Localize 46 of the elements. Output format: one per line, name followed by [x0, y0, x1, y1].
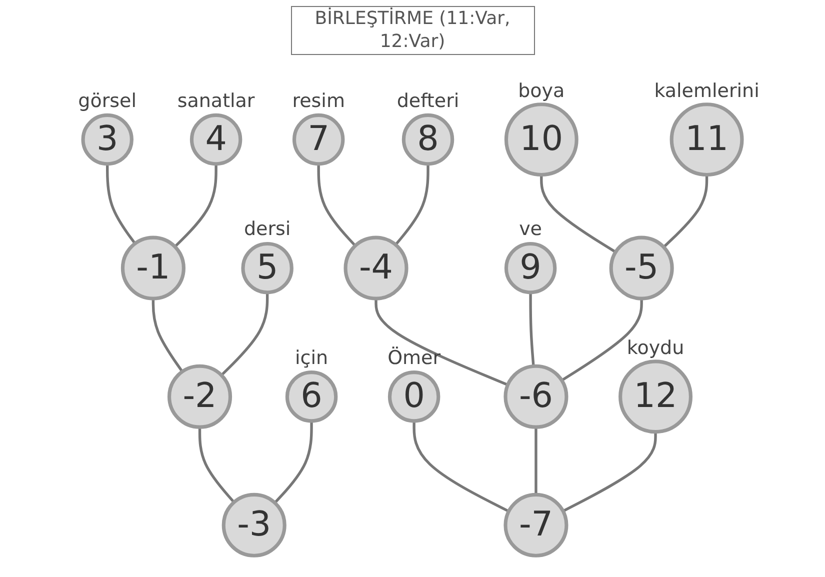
- node-circle: 12: [618, 360, 692, 434]
- node-circle: -3: [222, 492, 286, 558]
- node-circle: -5: [609, 236, 674, 300]
- word-label: görsel: [78, 90, 137, 112]
- node-circle: 8: [402, 113, 454, 166]
- connector: [317, 164, 356, 247]
- word-label: koydu: [626, 337, 684, 360]
- word-label: sanatlar: [177, 90, 255, 112]
- word-label: Ömer: [388, 347, 441, 370]
- node-circle: -4: [344, 236, 408, 300]
- connector: [198, 427, 235, 504]
- word-label: dersi: [244, 218, 291, 240]
- connector: [106, 164, 136, 244]
- connector: [561, 298, 643, 382]
- node-circle: 10: [504, 102, 578, 177]
- connector: [174, 164, 218, 248]
- connector: [529, 292, 535, 366]
- node-circle: 6: [285, 370, 338, 423]
- connector: [562, 432, 657, 512]
- node-circle: 4: [190, 113, 242, 166]
- word-label: defteri: [396, 90, 460, 112]
- connector: [540, 174, 616, 254]
- word-label: boya: [518, 80, 565, 102]
- connector: [394, 164, 430, 246]
- node-circle: 9: [504, 242, 557, 294]
- node-circle: 3: [81, 113, 134, 166]
- node-circle: -6: [504, 364, 568, 429]
- connector: [152, 298, 184, 372]
- word-label: kalemlerini: [654, 80, 760, 102]
- node-circle: -2: [167, 364, 232, 429]
- node-circle: 11: [670, 102, 744, 177]
- node-circle: 0: [388, 370, 440, 423]
- node-circle: 5: [241, 242, 294, 294]
- connector: [274, 420, 313, 504]
- word-label: için: [295, 347, 328, 370]
- connector: [374, 298, 508, 386]
- connector: [220, 292, 269, 376]
- connector: [662, 174, 708, 248]
- node-circle: -1: [120, 236, 186, 300]
- word-label: ve: [519, 218, 542, 240]
- connector: [534, 427, 538, 495]
- node-circle: 7: [292, 113, 345, 166]
- word-label: resim: [292, 90, 345, 112]
- title-box: BİRLEŞTİRME (11:Var, 12:Var): [290, 6, 534, 55]
- node-circle: -7: [504, 492, 568, 558]
- connector: [412, 420, 510, 513]
